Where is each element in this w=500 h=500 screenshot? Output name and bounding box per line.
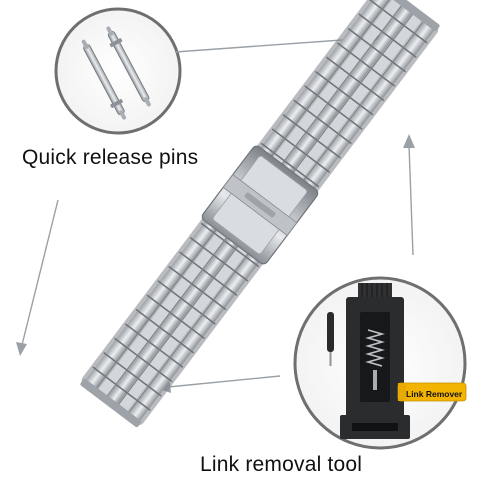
clasp [201,145,319,265]
screwdriver-icon [327,312,334,366]
link-remover-label-badge [397,382,467,402]
pins-caption: Quick release pins [22,146,199,169]
spring-bar-pin-icon [81,39,127,120]
watch-band [80,0,440,428]
link-remover-tool-icon [340,283,410,439]
spring-bar-pin-icon [106,26,151,107]
arrow-icon [16,199,59,356]
arrow-icon [403,134,415,256]
pins-inset [54,7,182,135]
link-remover-label: Link Remover [406,389,463,399]
tool-caption: Link removal tool [200,453,363,476]
tool-inset [293,276,467,450]
